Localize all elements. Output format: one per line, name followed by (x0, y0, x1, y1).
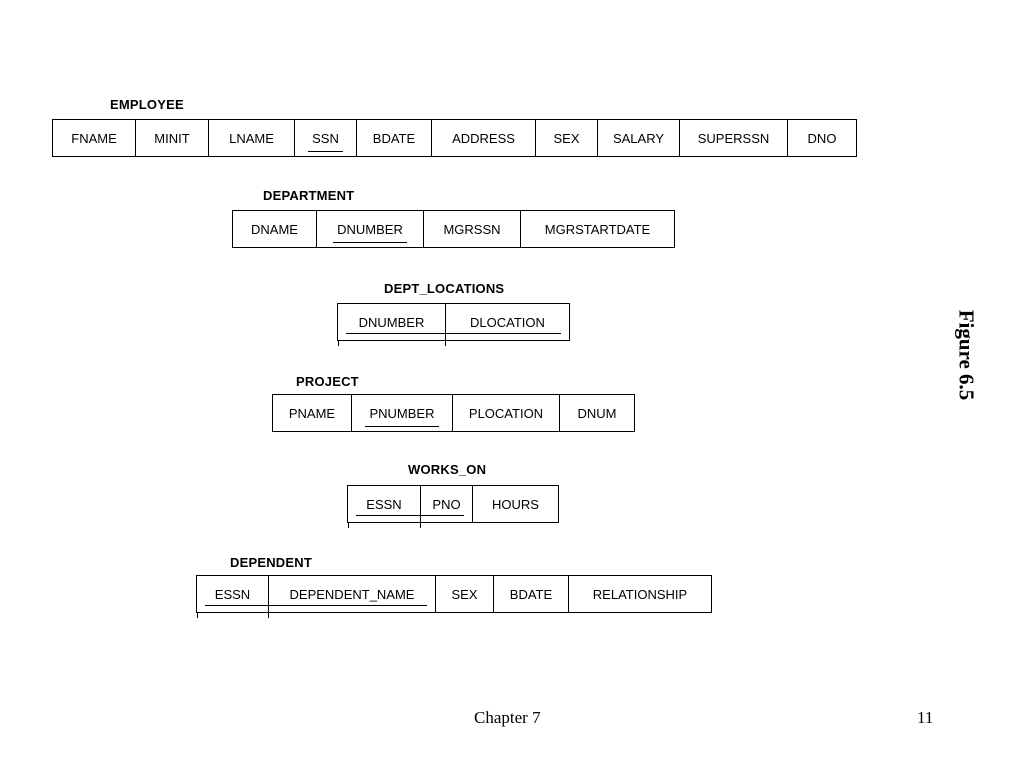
attribute-label: DNO (807, 130, 837, 146)
attribute-dnumber: DNUMBER (317, 211, 424, 247)
attribute-label: DNAME (251, 221, 298, 237)
attribute-dlocation: DLOCATION (446, 304, 569, 340)
footer-chapter: Chapter 7 (474, 708, 541, 727)
primary-key-underline (365, 425, 439, 427)
attribute-ssn: SSN (295, 120, 357, 156)
attribute-label: DNUMBER (333, 222, 407, 243)
attribute-label: DNUMBER (358, 314, 425, 330)
relation-employee: FNAME MINIT LNAME SSN BDATE ADDRESS SEX SALARY S… (52, 119, 857, 157)
attribute-dname: DNAME (233, 211, 317, 247)
attribute-label: HOURS (492, 496, 539, 512)
attribute-pnumber: PNUMBER (352, 395, 453, 431)
attribute-superssn: SUPERSSN (680, 120, 788, 156)
key-underline-tick (420, 522, 421, 528)
attribute-sex: SEX (436, 576, 494, 612)
attribute-label: MGRSSN (443, 221, 501, 237)
attribute-label: RELATIONSHIP (592, 586, 688, 602)
attribute-bdate: BDATE (357, 120, 432, 156)
attribute-bdate: BDATE (494, 576, 569, 612)
attribute-label: LNAME (229, 130, 274, 146)
key-underline-tick (268, 612, 269, 618)
attribute-label: ESSN (214, 586, 251, 602)
attribute-label: SALARY (612, 130, 665, 146)
attribute-label: ADDRESS (452, 130, 515, 146)
relation-department: DNAME DNUMBER MGRSSN MGRSTARTDATE (232, 210, 675, 248)
composite-key-underline (446, 333, 561, 334)
relation-title-department: DEPARTMENT (263, 188, 355, 203)
figure-label: Figure 6.5 (954, 309, 979, 401)
relation-dependent: ESSN DEPENDENT_NAME SEX BDATE RELATIONSHIP (196, 575, 712, 618)
relation-title-works-on: WORKS_ON (408, 462, 487, 477)
attribute-lname: LNAME (209, 120, 295, 156)
key-underline-tick (445, 340, 446, 346)
primary-key-underline (308, 150, 343, 152)
attribute-label: SEX (451, 586, 478, 602)
attribute-label: PNAME (288, 405, 336, 421)
primary-key-underline (333, 241, 407, 243)
attribute-label: PLOCATION (468, 405, 544, 421)
attribute-label: BDATE (372, 130, 416, 146)
attribute-label: SUPERSSN (697, 130, 770, 146)
attribute-label: BDATE (509, 586, 553, 602)
attribute-dnum: DNUM (560, 395, 634, 431)
relation-works-on: ESSN PNO HOURS (347, 485, 559, 528)
attribute-salary: SALARY (598, 120, 680, 156)
attribute-hours: HOURS (473, 486, 558, 522)
attribute-mgrstartdate: MGRSTARTDATE (521, 211, 674, 247)
attribute-dno: DNO (788, 120, 856, 156)
relation-title-employee: EMPLOYEE (110, 97, 184, 112)
relation-dept-locations: DNUMBER DLOCATION (337, 303, 570, 346)
attribute-essn: ESSN (348, 486, 421, 528)
attribute-sex: SEX (536, 120, 598, 156)
attribute-label: SSN (308, 131, 343, 152)
attribute-pno: PNO (421, 486, 473, 522)
key-underline-tick (338, 340, 339, 346)
attribute-mgrssn: MGRSSN (424, 211, 521, 247)
footer-page-number: 11 (917, 708, 934, 727)
composite-key-underline (205, 605, 268, 606)
attribute-label: MINIT (154, 130, 190, 146)
attribute-label: DLOCATION (470, 314, 545, 330)
attribute-minit: MINIT (136, 120, 209, 156)
attribute-label: SEX (553, 130, 580, 146)
key-underline-tick (348, 522, 349, 528)
attribute-fname: FNAME (53, 120, 136, 156)
composite-key-underline (346, 333, 445, 334)
attribute-pname: PNAME (273, 395, 352, 431)
composite-key-underline (269, 605, 427, 606)
composite-key-underline (356, 515, 420, 516)
attribute-essn: ESSN (197, 576, 269, 618)
key-underline-tick (197, 612, 198, 618)
attribute-dependent-name: DEPENDENT_NAME (269, 576, 436, 612)
attribute-label: MGRSTARTDATE (544, 221, 651, 237)
relation-title-project: PROJECT (296, 374, 359, 389)
relation-title-dept-locations: DEPT_LOCATIONS (384, 281, 505, 296)
attribute-dnumber: DNUMBER (338, 304, 446, 346)
attribute-address: ADDRESS (432, 120, 536, 156)
relation-title-dependent: DEPENDENT (230, 555, 312, 570)
attribute-label: ESSN (366, 496, 402, 512)
composite-key-underline (421, 515, 464, 516)
attribute-label: FNAME (71, 130, 117, 146)
attribute-label: DEPENDENT_NAME (289, 586, 415, 602)
attribute-label: DNUM (577, 405, 617, 421)
attribute-plocation: PLOCATION (453, 395, 560, 431)
attribute-relationship: RELATIONSHIP (569, 576, 711, 612)
attribute-label: PNUMBER (365, 406, 439, 427)
relation-project: PNAME PNUMBER PLOCATION DNUM (272, 394, 635, 432)
attribute-label: PNO (432, 496, 461, 512)
